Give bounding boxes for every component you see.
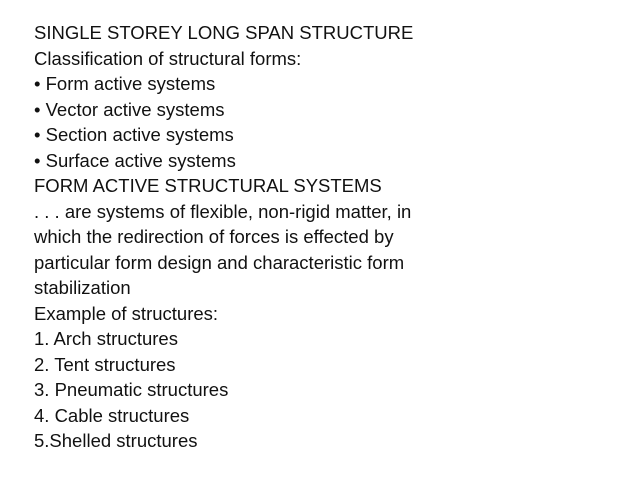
section-heading: FORM ACTIVE STRUCTURAL SYSTEMS <box>34 175 382 196</box>
bullet-item: • Section active systems <box>34 124 234 145</box>
numbered-item: 5.Shelled structures <box>34 430 198 451</box>
numbered-item: 4. Cable structures <box>34 404 190 426</box>
examples-heading: Example of structures: <box>34 302 219 324</box>
bullet-item: • Form active systems <box>34 73 216 94</box>
classification-heading: Classification of structural forms: <box>34 47 302 69</box>
numbered-item: 2. Tent structures <box>34 353 176 375</box>
bullet-item: • Surface active systems <box>34 149 236 171</box>
numbered-item: 1. Arch structures <box>34 328 178 349</box>
paragraph-line: . . . are systems of flexible, non-rigid… <box>34 200 412 222</box>
paragraph-line: particular form design and characteristi… <box>34 251 405 273</box>
paragraph-line: which the redirection of forces is effec… <box>34 226 394 247</box>
numbered-item: 3. Pneumatic structures <box>34 379 229 400</box>
slide-title: SINGLE STOREY LONG SPAN STRUCTURE <box>34 22 414 43</box>
paragraph-line: stabilization <box>34 277 131 298</box>
bullet-item: • Vector active systems <box>34 98 225 120</box>
slide-text-body: SINGLE STOREY LONG SPAN STRUCTURE Classi… <box>34 20 614 454</box>
